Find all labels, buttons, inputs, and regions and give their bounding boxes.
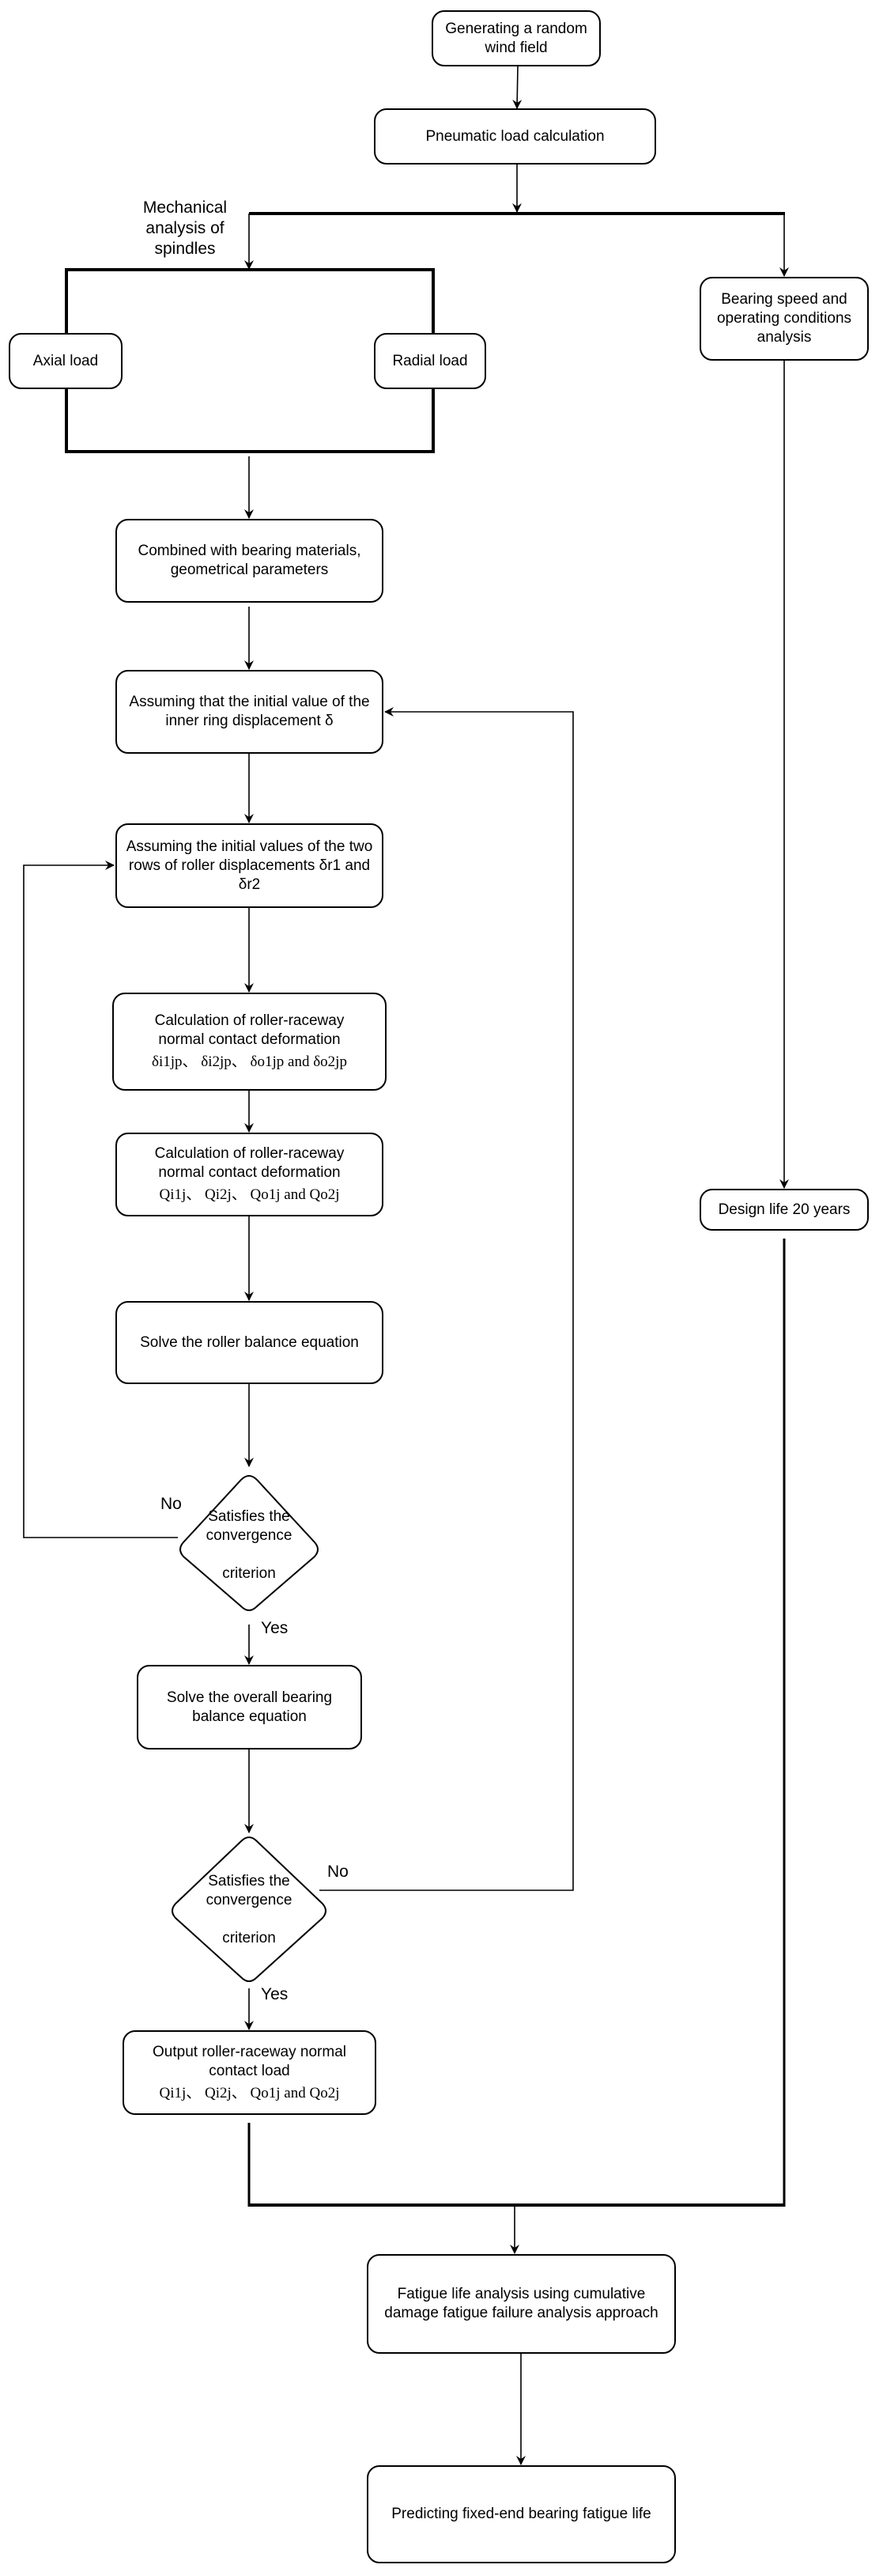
node-assume-roller-rows: Assuming the initial values of the two r… [115, 823, 383, 908]
decision2-line: convergence [206, 1892, 292, 1908]
node-calc-load: Calculation of roller-raceway normal con… [115, 1133, 383, 1216]
node-text: Output roller-raceway normal contact loa… [153, 2043, 346, 2079]
node-text: Bearing speed and operating conditions a… [716, 291, 852, 346]
node-text: Axial load [32, 352, 99, 369]
edge-label-yes1: Yes [261, 1619, 289, 1637]
edge-label-no1: No [160, 1495, 182, 1513]
decision1-line: Satisfies the [208, 1508, 290, 1525]
node-radial-load: Radial load [374, 333, 486, 389]
node-text: Design life 20 years [718, 1201, 851, 1218]
node-pneumatic-load: Pneumatic load calculation [374, 108, 656, 165]
node-calc-deformation: Calculation of roller-raceway normal con… [112, 993, 387, 1091]
loop-no1 [23, 861, 178, 1538]
decision1-line: convergence [206, 1527, 292, 1544]
node-text: Pneumatic load calculation [425, 127, 605, 145]
decision2-line: Satisfies the [208, 1873, 290, 1889]
node-predict-fatigue-life: Predicting fixed-end bearing fatigue lif… [367, 2465, 676, 2563]
node-text: Assuming the initial values of the two r… [126, 838, 373, 893]
loop-no2 [319, 707, 574, 1891]
node-axial-load: Axial load [9, 333, 123, 389]
node-text: Solve the roller balance equation [140, 1333, 359, 1351]
deformation-formula: δi1jp、 δi2jp、 δo1jp and δo2jp [152, 1053, 347, 1070]
node-wind-field: Generating a random wind field [432, 10, 601, 66]
node-solve-roller-balance: Solve the roller balance equation [115, 1301, 383, 1384]
decision1-line: criterion [222, 1565, 276, 1582]
node-text: Solve the overall bearing balance equati… [166, 1689, 333, 1725]
arrow-wind-to-pneumatic [512, 66, 523, 109]
edge-label-yes2: Yes [261, 1985, 289, 2003]
edge-label-no2: No [327, 1863, 349, 1881]
decision1-text: Satisfies the convergence criterion [186, 1507, 312, 1583]
node-text: Fatigue life analysis using cumulative d… [384, 2286, 658, 2321]
node-assume-inner-ring: Assuming that the initial value of the i… [115, 670, 383, 754]
decision2-diamond [172, 1836, 326, 1982]
node-text: Combined with bearing materials, geometr… [138, 543, 361, 578]
load-formula: Qi1j、 Qi2j、 Qo1j and Qo2j [159, 1186, 340, 1203]
node-text: Calculation of roller-raceway normal con… [154, 1012, 345, 1048]
node-output-contact-load: Output roller-raceway normal contact loa… [123, 2030, 376, 2115]
decision1-diamond [179, 1475, 319, 1611]
decision2-text: Satisfies the convergence criterion [186, 1872, 312, 1948]
node-text: Calculation of roller-raceway normal con… [154, 1145, 345, 1181]
node-bearing-speed: Bearing speed and operating conditions a… [700, 277, 869, 361]
node-fatigue-analysis: Fatigue life analysis using cumulative d… [367, 2254, 676, 2354]
decision2-line: criterion [222, 1930, 276, 1946]
mechanical-analysis-label: Mechanical analysis of spindles [142, 199, 228, 258]
node-text: Radial load [392, 352, 468, 369]
node-text: Generating a random wind field [445, 20, 587, 56]
node-text: Predicting fixed-end bearing fatigue lif… [391, 2506, 651, 2522]
node-design-life: Design life 20 years [700, 1189, 869, 1231]
node-text: Assuming that the initial value of the i… [129, 694, 370, 729]
node-solve-overall-balance: Solve the overall bearing balance equati… [137, 1665, 362, 1749]
node-combined-params: Combined with bearing materials, geometr… [115, 519, 383, 603]
output-formula: Qi1j、 Qi2j、 Qo1j and Qo2j [159, 2084, 340, 2101]
